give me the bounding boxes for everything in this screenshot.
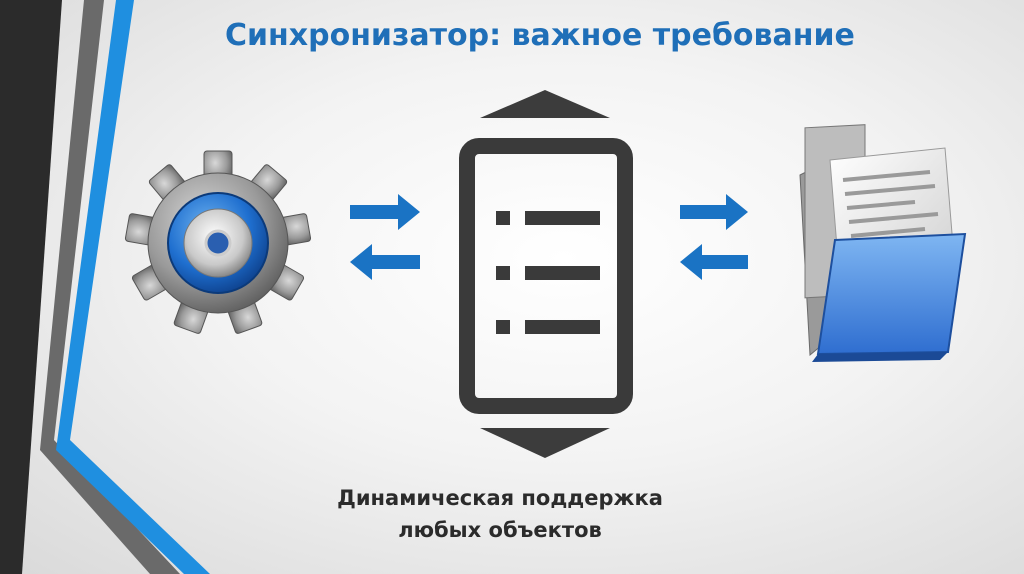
stripe-gray (40, 0, 180, 574)
stripe-blue (56, 0, 210, 574)
scroll-down-arrow (480, 428, 610, 458)
slide-caption: Динамическая поддержка любых объектов (300, 482, 700, 546)
scroll-up-arrow (480, 90, 610, 118)
caption-line-2: любых объектов (398, 518, 602, 542)
caption-line-1: Динамическая поддержка (337, 486, 663, 510)
open-folder-icon (799, 124, 967, 362)
right-sync-arrows-icon (680, 194, 748, 280)
stripe-dark (0, 0, 62, 574)
list-document-icon (459, 90, 633, 458)
slide-title: Синхронизатор: важное требование (225, 18, 855, 53)
left-sync-arrows-icon (350, 194, 420, 280)
gear-icon (124, 150, 312, 334)
